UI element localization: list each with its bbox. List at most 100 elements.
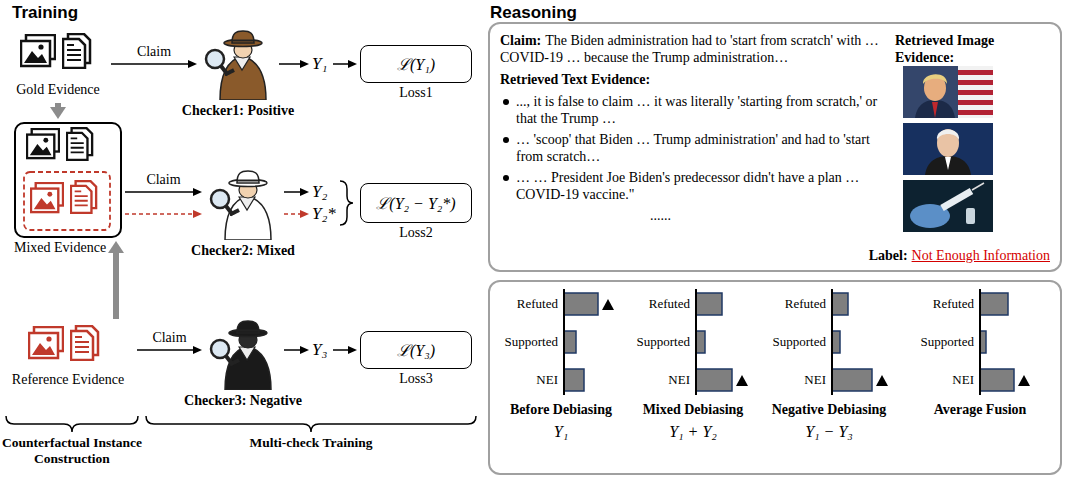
output-symbol: Y₃: [312, 340, 330, 360]
text-block: Mixed Debiasing: [628, 402, 758, 418]
text-group: Loss1: [399, 85, 432, 101]
text-block: Supported: [637, 333, 690, 351]
text-block: Y₁: [312, 54, 327, 74]
text-group: NEI: [952, 371, 974, 389]
text-block: NEI: [804, 371, 826, 389]
reasoning-panel: Claim:The Biden administration had to 's…: [488, 22, 1062, 272]
text-group: Gold Evidence: [8, 82, 108, 98]
arrow-connector: [113, 253, 119, 319]
text-group: Negative Debiasing: [764, 402, 894, 418]
text-group: Loss2: [399, 225, 432, 241]
checker-figure: Checker3: Negative: [205, 320, 281, 390]
class-label: NEI: [536, 372, 558, 387]
text-block: Refuted: [517, 295, 558, 313]
text-block: Before Debiasing: [496, 402, 626, 418]
text-block: Checker1: Positive: [182, 103, 294, 119]
text-block: Claim:The Biden administration had to 's…: [500, 32, 895, 66]
text-group: Y₂: [312, 182, 327, 202]
text-group: Y₁: [496, 423, 626, 441]
text-block: Refuted: [649, 295, 690, 313]
text-block: NEI: [668, 371, 690, 389]
chart-title: Before Debiasing: [510, 402, 612, 417]
arrow-connector: [333, 349, 348, 351]
curly-brace: [340, 181, 353, 225]
class-label: Supported: [773, 334, 826, 349]
text-group: Y₁ − Y₃: [764, 423, 894, 441]
arrow-connector: [125, 191, 193, 193]
text-block: Refuted: [933, 295, 974, 313]
arrow-connector: [125, 213, 193, 215]
class-label: Refuted: [517, 296, 558, 311]
text-group: Y₂*: [312, 204, 336, 224]
text-block: ......: [500, 207, 895, 224]
chart-formula: Y₁ + Y₂: [669, 423, 717, 440]
reference-evidence-icons: [29, 326, 98, 360]
evidence-text: ..., it is false to claim … it was liter…: [516, 94, 877, 126]
class-label: Supported: [505, 334, 558, 349]
text-group: Checker2: Mixed: [191, 243, 295, 259]
text-block: Supported: [505, 333, 558, 351]
checker-label: Checker1: Positive: [182, 103, 294, 118]
class-label: Refuted: [649, 296, 690, 311]
output-symbol: Y₂*: [312, 204, 336, 223]
label-value: Not Enough Information: [912, 248, 1050, 263]
bar-chart-bars: [564, 293, 1014, 391]
evidence-group: Gold Evidence: [8, 32, 108, 100]
text-block: Supported: [921, 333, 974, 351]
loss-box: ℒ(Y₃)Loss3: [360, 331, 472, 369]
text-block: Y₁ − Y₃: [764, 423, 894, 441]
bracket: [146, 416, 476, 432]
chart-formula: Y₁ − Y₃: [805, 423, 853, 440]
arrow-connector: [284, 191, 300, 193]
text-block: ..., it is false to claim … it was liter…: [500, 93, 895, 127]
section-heading: Retrieved Text Evidence:: [500, 72, 650, 87]
arrow-connector: [279, 63, 300, 65]
text-block: NEI: [952, 371, 974, 389]
evidence-photo: [903, 66, 993, 118]
output-symbol: Y₂: [312, 182, 327, 201]
edge-label: Claim: [137, 44, 171, 60]
chart-title: Mixed Debiasing: [643, 402, 744, 417]
text-group: Y₁: [312, 54, 327, 74]
claim-text: The Biden administration had to 'start f…: [500, 33, 879, 65]
chart-formula: Y₁: [554, 423, 568, 440]
evidence-text: … … President Joe Biden's predecessor di…: [516, 170, 859, 202]
loss-name: Loss3: [399, 371, 432, 386]
evidence-label: Gold Evidence: [16, 82, 100, 97]
text-block: Retrieved Image Evidence:: [895, 32, 1053, 66]
text-block: Mixed Evidence: [14, 240, 106, 256]
evidence-label: Mixed Evidence: [14, 240, 106, 255]
text-group: Checker3: Negative: [184, 393, 302, 409]
text-group: Loss3: [399, 371, 432, 387]
checker-figure: Checker2: Mixed: [205, 170, 281, 240]
text-block: Y₁: [496, 423, 626, 441]
label-heading: Label:: [869, 248, 908, 263]
stage-label: Counterfactual Instance Construction: [2, 435, 142, 467]
text-group: NEI: [536, 371, 558, 389]
loss-name: Loss1: [399, 85, 432, 100]
text-group: Supported: [921, 333, 974, 351]
text-block: Loss3: [399, 371, 432, 387]
arrow-connector: [333, 63, 348, 65]
evidence-group: Reference Evidence: [2, 322, 134, 390]
text-block: NEI: [536, 371, 558, 389]
mixed-evidence-icons: [24, 128, 110, 230]
text-group: NEI: [668, 371, 690, 389]
class-label: NEI: [804, 372, 826, 387]
text-group: Refuted: [517, 295, 558, 313]
arrow-connector: [55, 103, 61, 107]
loss-box: ℒ(Y₁)Loss1: [360, 45, 472, 83]
loss-formula: ℒ(Y₁): [397, 56, 435, 73]
output-symbol: Y₃: [312, 340, 327, 359]
text-block: Y₂: [312, 182, 327, 202]
text-block: Checker2: Mixed: [191, 243, 295, 259]
detective-figure: [211, 171, 271, 240]
text-group: Average Fusion: [912, 402, 1048, 418]
checker-label: Checker2: Mixed: [191, 243, 295, 258]
chart-axis: [564, 289, 980, 395]
panel-heading: Reasoning: [490, 3, 577, 23]
text-group: Mixed Debiasing: [628, 402, 758, 418]
text-group: Retrieved Image Evidence:: [895, 32, 1053, 66]
gold-evidence-icons: [21, 34, 90, 68]
